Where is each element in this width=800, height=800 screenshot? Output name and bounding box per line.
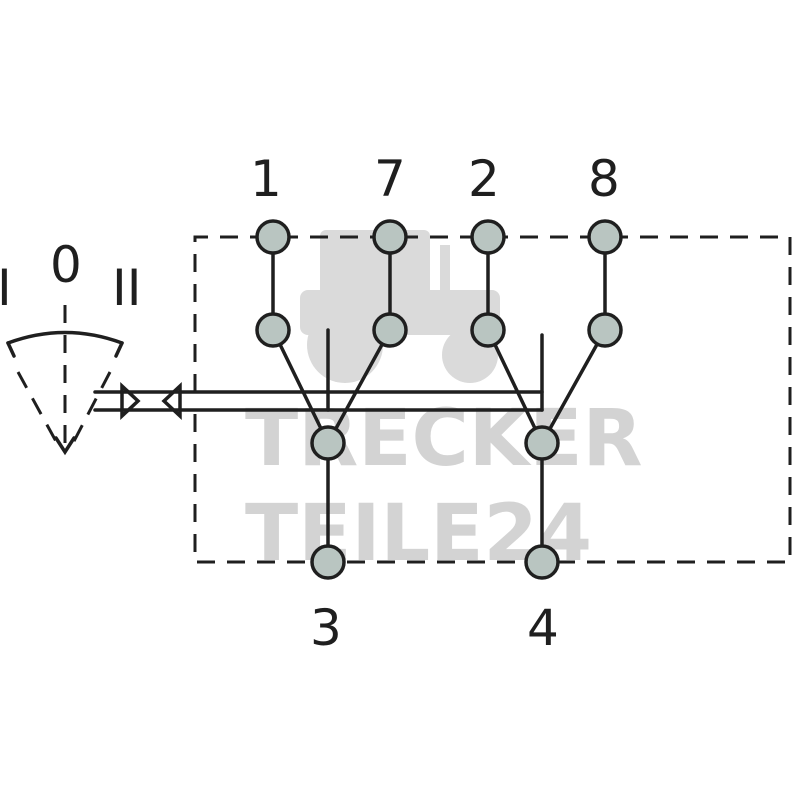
actuator-right-axis bbox=[70, 371, 112, 446]
tractor-icon bbox=[300, 230, 500, 383]
watermark-line-1: TRECKER bbox=[245, 394, 643, 484]
position-label-i: I bbox=[0, 259, 12, 317]
linkage-arrow-left bbox=[161, 381, 182, 421]
mechanical-linkage bbox=[93, 328, 544, 421]
terminal-label-2: 2 bbox=[468, 150, 500, 208]
contact-node-8 bbox=[587, 312, 623, 348]
terminal-label-1: 1 bbox=[250, 150, 282, 208]
terminal-7-node bbox=[372, 219, 408, 255]
switch-housing-outline bbox=[193, 235, 792, 564]
terminal-3-node bbox=[310, 544, 346, 580]
terminal-4-node bbox=[524, 544, 560, 580]
terminal-label-7: 7 bbox=[374, 150, 406, 208]
common-contact-left bbox=[310, 425, 346, 461]
position-label-ii: II bbox=[112, 259, 142, 317]
contact-wiring bbox=[271, 235, 607, 564]
terminal-label-3: 3 bbox=[310, 599, 342, 657]
rotary-actuator-symbol bbox=[6, 305, 124, 456]
watermark: TRECKER TEILE24 bbox=[245, 230, 643, 579]
terminal-2-node bbox=[470, 219, 506, 255]
position-label-0: 0 bbox=[50, 236, 82, 294]
contact-node-7 bbox=[372, 312, 408, 348]
contact-node-1 bbox=[255, 312, 291, 348]
terminal-label-8: 8 bbox=[588, 150, 620, 208]
terminal-nodes bbox=[255, 219, 623, 580]
contact-node-2 bbox=[470, 312, 506, 348]
terminal-1-node bbox=[255, 219, 291, 255]
terminal-8-node bbox=[587, 219, 623, 255]
linkage-arrow-right bbox=[120, 381, 141, 421]
actuator-arc bbox=[6, 330, 124, 345]
terminal-label-4: 4 bbox=[527, 599, 559, 657]
actuator-left-axis bbox=[16, 371, 60, 446]
common-contact-right bbox=[524, 425, 560, 461]
